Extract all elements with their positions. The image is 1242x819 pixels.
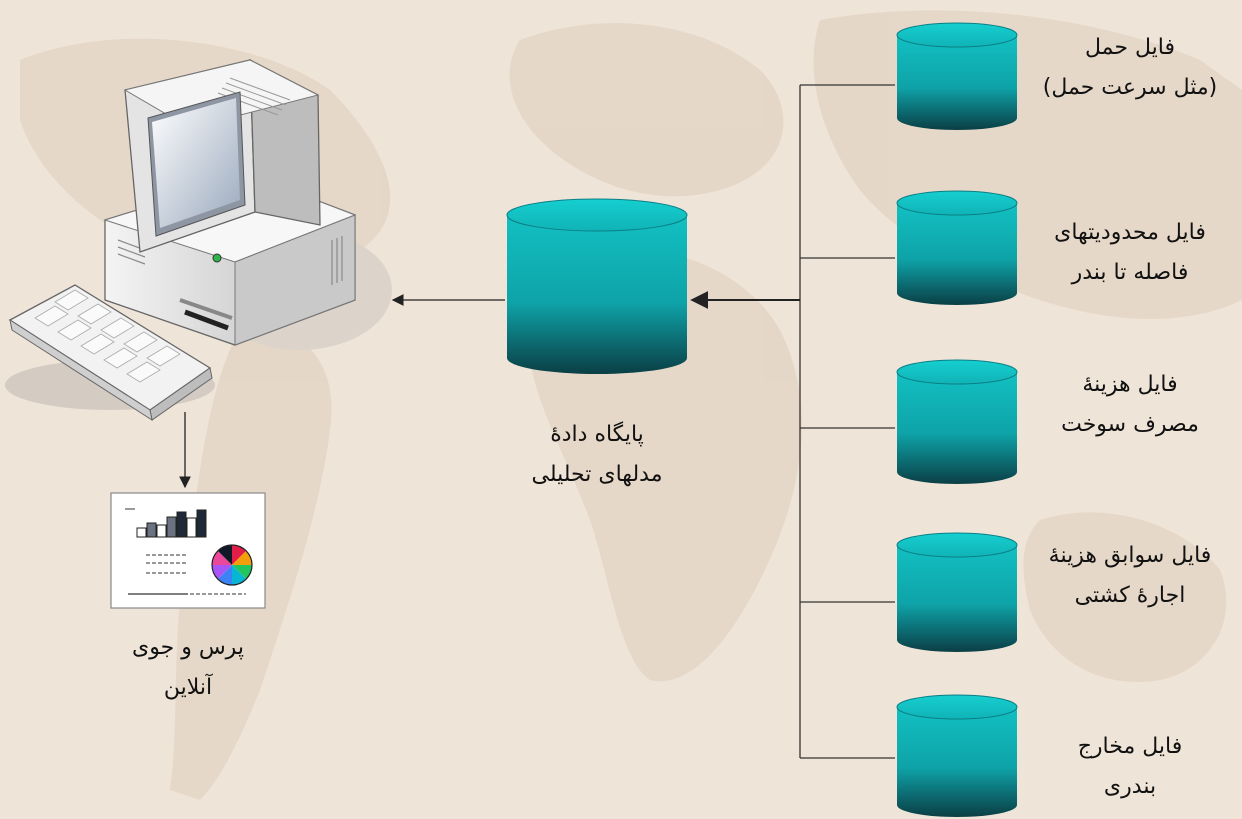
report-label-line1: پرس و جوی bbox=[132, 635, 244, 660]
source-file-label-line2: (مثل سرعت حمل) bbox=[1042, 75, 1218, 100]
report-label-line2: آنلاین bbox=[163, 675, 213, 700]
source-file-label: فایل محدودیتهای فاصله تا بندر bbox=[1022, 213, 1238, 293]
source-file-cylinder-icon bbox=[896, 359, 1018, 484]
source-file-label-line2: بندری bbox=[1103, 774, 1157, 799]
central-database-icon bbox=[506, 198, 688, 374]
source-file-label: فایل هزینهٔ مصرف سوخت bbox=[1022, 365, 1238, 445]
source-file-label: فایل سوابق هزینهٔ اجارهٔ کشتی bbox=[1022, 536, 1238, 616]
central-database-label-line2: مدلهای تحلیلی bbox=[531, 462, 663, 487]
source-file-label-line2: مصرف سوخت bbox=[1061, 412, 1199, 437]
source-file-label-line1: فایل حمل bbox=[1085, 35, 1175, 60]
source-file-cylinder-icon bbox=[896, 694, 1018, 817]
source-file-label-line1: فایل محدودیتهای bbox=[1054, 220, 1206, 245]
central-database-label-line1: پایگاه دادهٔ bbox=[550, 422, 644, 447]
connector-bus bbox=[799, 84, 895, 759]
source-file-cylinder-icon bbox=[896, 190, 1018, 305]
desktop-computer-icon bbox=[5, 58, 392, 422]
report-label: پرس و جوی آنلاین bbox=[88, 628, 288, 708]
source-file-label: فایل مخارج بندری bbox=[1022, 727, 1238, 807]
source-file-cylinder-icon bbox=[896, 532, 1018, 652]
source-file-cylinder-icon bbox=[896, 22, 1018, 130]
report-document-icon bbox=[110, 492, 266, 609]
source-file-label-line1: فایل سوابق هزینهٔ bbox=[1048, 543, 1212, 568]
central-database-label: پایگاه دادهٔ مدلهای تحلیلی bbox=[477, 415, 717, 495]
source-file-label: فایل حمل (مثل سرعت حمل) bbox=[1022, 28, 1238, 108]
source-file-label-line2: فاصله تا بندر bbox=[1071, 260, 1189, 285]
source-file-label-line1: فایل هزینهٔ bbox=[1082, 372, 1178, 397]
source-file-label-line1: فایل مخارج bbox=[1077, 734, 1183, 759]
source-file-label-line2: اجارهٔ کشتی bbox=[1074, 583, 1186, 608]
